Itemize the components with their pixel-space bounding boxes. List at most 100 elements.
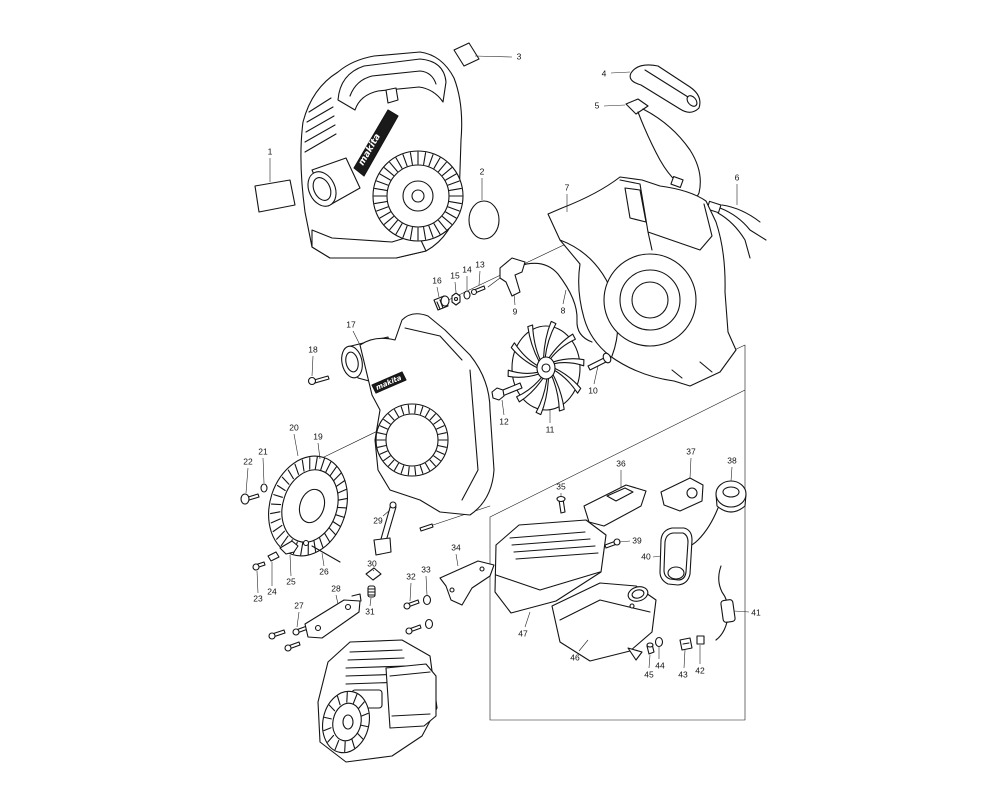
housing-ribs xyxy=(376,404,448,476)
leader-line-18 xyxy=(311,355,314,377)
callout-27: 27 xyxy=(294,600,304,610)
impeller-blade xyxy=(535,376,550,416)
leader-line-41 xyxy=(733,610,750,613)
part-33 xyxy=(422,594,434,630)
part-27 xyxy=(268,625,309,652)
leader-line-43 xyxy=(683,649,686,669)
blower-assembly: makita xyxy=(300,51,464,259)
leader-line-12 xyxy=(501,399,505,416)
callout-5: 5 xyxy=(595,100,600,110)
part-3 xyxy=(453,42,480,67)
impeller-blade xyxy=(542,320,557,360)
part-10 xyxy=(587,352,612,371)
part-20 xyxy=(268,455,348,557)
callout-11: 11 xyxy=(546,424,555,434)
part-28 xyxy=(304,593,362,639)
callout-36: 36 xyxy=(616,458,626,468)
part-15 xyxy=(451,292,461,306)
part-16 xyxy=(433,295,450,311)
part-34 xyxy=(439,560,495,606)
part-21 xyxy=(260,483,268,493)
callout-8: 8 xyxy=(561,305,566,315)
leader-line-28 xyxy=(335,594,339,605)
leader-line-39 xyxy=(618,540,631,543)
callout-43: 43 xyxy=(678,669,688,679)
leader-line-21 xyxy=(262,457,265,484)
part-9 xyxy=(499,257,526,297)
callout-7: 7 xyxy=(565,182,570,192)
part-24 xyxy=(267,551,280,562)
impeller-blade xyxy=(527,324,542,363)
callout-31: 31 xyxy=(365,606,375,616)
leader-line-19 xyxy=(317,442,321,460)
leader-line-9 xyxy=(513,293,516,306)
callout-19: 19 xyxy=(313,431,323,441)
rib-lines xyxy=(376,404,448,476)
impeller-blade xyxy=(510,342,539,369)
callout-20: 20 xyxy=(289,422,299,432)
part-44 xyxy=(654,636,664,648)
part-37 xyxy=(660,477,704,512)
callout-26: 26 xyxy=(319,566,329,576)
leader-line-46 xyxy=(578,639,589,652)
part-35 xyxy=(556,495,566,514)
callout-24: 24 xyxy=(267,586,277,596)
leader-line-8 xyxy=(562,289,567,305)
callout-29: 29 xyxy=(373,515,383,525)
callout-13: 13 xyxy=(475,259,485,269)
part-47 xyxy=(494,519,607,614)
impeller-blades xyxy=(507,320,585,416)
leader-line-15 xyxy=(454,281,457,293)
leader-line-40 xyxy=(652,555,662,558)
impeller-blade xyxy=(553,367,582,394)
callout-14: 14 xyxy=(462,264,472,274)
leader-line-34 xyxy=(455,553,459,567)
callout-labels: 1234567891011121314151617181920212223242… xyxy=(243,51,761,679)
part-39 xyxy=(604,538,621,549)
callout-44: 44 xyxy=(655,660,665,670)
part-5 xyxy=(625,98,701,202)
leader-lines xyxy=(245,55,750,669)
impeller-blade xyxy=(550,373,565,412)
part-40 xyxy=(659,527,693,586)
callout-25: 25 xyxy=(286,576,296,586)
callout-45: 45 xyxy=(644,669,654,679)
callout-46: 46 xyxy=(570,652,580,662)
callout-38: 38 xyxy=(727,455,737,465)
callout-12: 12 xyxy=(499,416,509,426)
callout-39: 39 xyxy=(632,535,642,545)
rib-lines xyxy=(323,691,369,753)
callout-33: 33 xyxy=(421,564,431,574)
leader-line-5 xyxy=(603,104,626,107)
part-17: makita xyxy=(341,313,495,532)
callout-22: 22 xyxy=(243,456,253,466)
leader-line-38 xyxy=(730,466,733,482)
rib-lines xyxy=(373,151,463,241)
part-13 xyxy=(470,285,486,296)
leader-line-47 xyxy=(524,611,531,628)
callout-35: 35 xyxy=(556,481,566,491)
callout-16: 16 xyxy=(432,275,442,285)
part-46 xyxy=(551,582,657,662)
leader-line-37 xyxy=(689,457,692,479)
callout-9: 9 xyxy=(513,306,518,316)
leader-line-23 xyxy=(256,570,259,594)
part-25 xyxy=(279,540,299,555)
impeller-blade xyxy=(516,376,545,403)
part-36 xyxy=(583,484,647,527)
callout-3: 3 xyxy=(517,51,522,61)
callout-41: 41 xyxy=(751,607,761,617)
leader-line-20 xyxy=(293,433,299,457)
leader-line-16 xyxy=(436,286,440,298)
leader-line-30 xyxy=(372,569,375,572)
part-42 xyxy=(696,635,705,645)
part-12 xyxy=(491,382,523,401)
leader-line-17 xyxy=(352,330,361,346)
callout-6: 6 xyxy=(735,172,740,182)
callout-23: 23 xyxy=(253,593,263,603)
part-23 xyxy=(252,561,266,571)
leader-line-3 xyxy=(474,55,513,58)
callout-42: 42 xyxy=(695,665,705,675)
leader-line-45 xyxy=(648,654,651,669)
